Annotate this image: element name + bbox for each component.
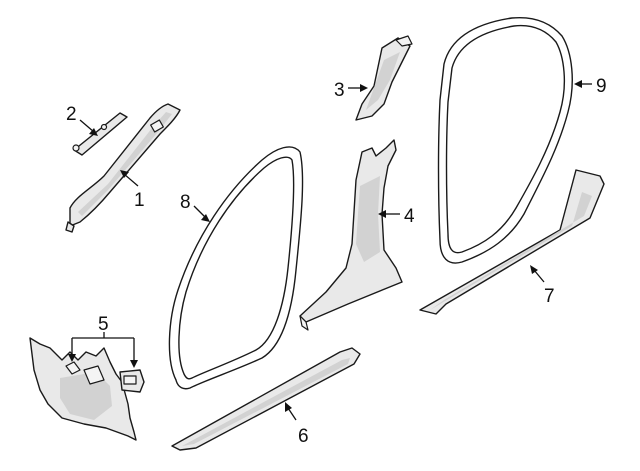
part-2-clip [72,112,128,156]
part-7-rear-sill-plate [419,169,605,315]
callout-9: 9 [596,76,607,97]
callout-1: 1 [134,190,145,211]
part-8-front-door-seal [168,146,304,390]
part-3-upper-b-pillar-trim [355,35,413,121]
part-4-b-pillar-lower-trim [299,139,403,331]
part-5-kick-panel [29,337,137,441]
part-9-rear-door-seal [437,16,573,264]
callout-8: 8 [180,192,191,213]
callout-5: 5 [98,314,109,335]
callout-6: 6 [298,426,309,447]
part-6-front-sill-plate [171,347,361,451]
callout-4: 4 [404,206,415,227]
part-1-a-pillar-trim [65,103,181,233]
callout-2: 2 [66,104,77,125]
callout-leaders [68,80,592,421]
callout-3: 3 [334,80,345,101]
part-5-retainer-clip [119,369,145,393]
callout-7: 7 [544,286,555,307]
